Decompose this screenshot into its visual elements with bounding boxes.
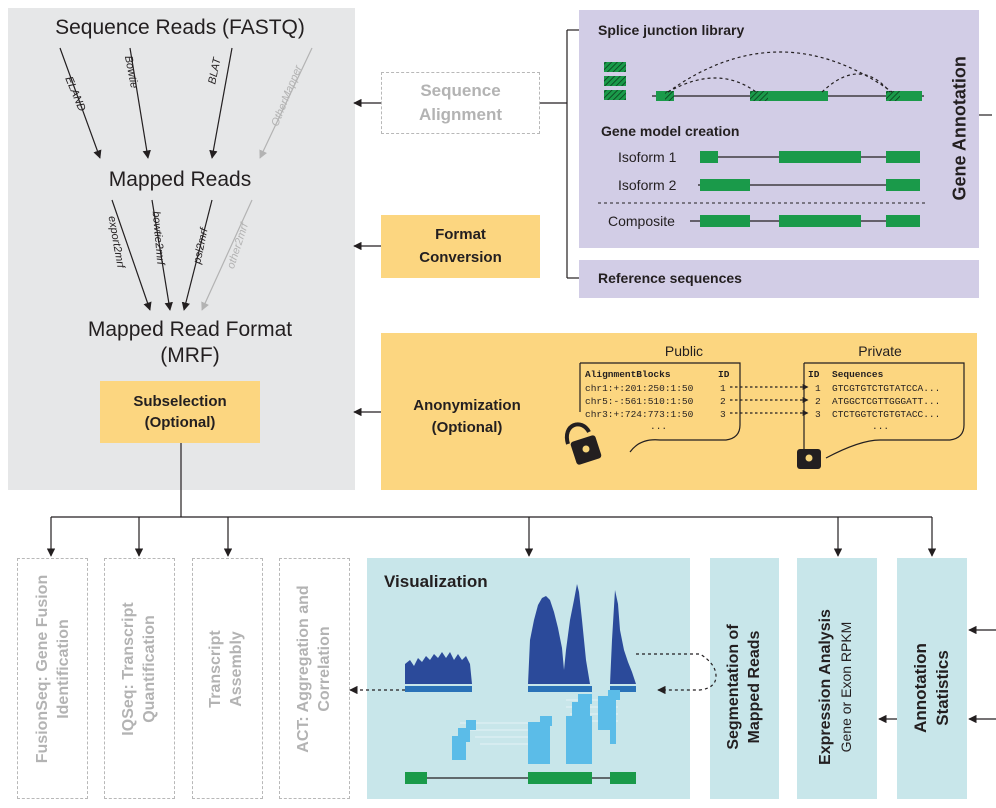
- iqseq-box[interactable]: [104, 558, 175, 799]
- reference-sequences-box[interactable]: [579, 260, 979, 298]
- anonymization-optional: (Optional): [431, 419, 503, 436]
- annotation-statistics-box[interactable]: [897, 558, 967, 799]
- converter-arrows: [111, 199, 253, 311]
- reference-sequences-label: Reference sequences: [598, 270, 742, 286]
- public-header-blocks: AlignmentBlocks: [585, 369, 671, 380]
- isoform2-label: Isoform 2: [618, 177, 677, 193]
- isoform1-label: Isoform 1: [618, 149, 677, 165]
- private-header-id: ID: [808, 369, 820, 380]
- public-ellipsis: ...: [650, 421, 668, 432]
- public-label: Public: [664, 343, 704, 359]
- fusionseq-box[interactable]: [17, 558, 88, 799]
- mrf-subtitle: (MRF): [160, 344, 220, 367]
- sequence-alignment-box[interactable]: [381, 72, 540, 134]
- sequence-reads-label: Sequence Reads (FASTQ): [55, 16, 305, 39]
- visualization-title: Visualization: [384, 572, 488, 591]
- anonymization-docs: [579, 362, 965, 459]
- anonymization-box[interactable]: [381, 333, 977, 490]
- private-label: Private: [858, 343, 902, 359]
- format-conversion-label: Format: [435, 226, 486, 243]
- aligner-arrows: [59, 47, 313, 159]
- public-row-1-block: chr1:+:201:250:1:50: [585, 383, 694, 394]
- public-row-2-block: chr5:-:561:510:1:50: [585, 396, 694, 407]
- segmentation-box[interactable]: [710, 558, 779, 799]
- private-row-2-id: 2: [815, 396, 821, 407]
- format-conversion-label-2: Conversion: [419, 249, 502, 266]
- gene-model-label: Gene model creation: [601, 123, 740, 139]
- coverage-graphic: [405, 584, 636, 784]
- private-row-1-id: 1: [815, 383, 821, 394]
- expression-analysis-box[interactable]: [797, 558, 877, 799]
- public-row-3-block: chr3:+:724:773:1:50: [585, 409, 694, 420]
- act-box[interactable]: [279, 558, 350, 799]
- anonymization-label: Anonymization: [413, 397, 521, 414]
- distribution-tree: [46, 443, 996, 724]
- splice-library-graphic: [604, 51, 924, 101]
- mapped-reads-label: Mapped Reads: [108, 168, 252, 191]
- private-row-3-id: 3: [815, 409, 821, 420]
- subselection-box[interactable]: [100, 381, 260, 443]
- private-row-3-seq: CTCTGGTCTGTGTACC...: [832, 409, 941, 420]
- transcript-assembly-box[interactable]: [192, 558, 263, 799]
- format-conversion-box[interactable]: [381, 215, 540, 278]
- open-padlock-icon: [564, 422, 602, 465]
- public-row-3-id: 3: [720, 409, 726, 420]
- sequence-alignment-label-2: Alignment: [418, 105, 503, 124]
- composite-label: Composite: [608, 213, 675, 229]
- mrf-title: Mapped Read Format: [87, 318, 293, 341]
- private-header-seq: Sequences: [832, 369, 884, 380]
- subselection-label: Subselection: [133, 393, 227, 410]
- private-row-2-seq: ATGGCTCGTTGGGATT...: [832, 396, 941, 407]
- subselection-optional: (Optional): [144, 414, 216, 431]
- public-row-1-id: 1: [720, 383, 726, 394]
- step-arrows: [353, 29, 992, 417]
- gene-model-graphic: [598, 151, 926, 227]
- private-row-1-seq: GTCGTGTCTGTATCCA...: [832, 383, 941, 394]
- sequence-alignment-label: Sequence: [420, 81, 501, 100]
- public-header-id: ID: [718, 369, 730, 380]
- closed-padlock-icon: [797, 449, 821, 469]
- splice-junction-label: Splice junction library: [598, 22, 745, 38]
- public-row-2-id: 2: [720, 396, 726, 407]
- gene-annotation-panel: [579, 10, 979, 248]
- private-ellipsis: ...: [872, 421, 890, 432]
